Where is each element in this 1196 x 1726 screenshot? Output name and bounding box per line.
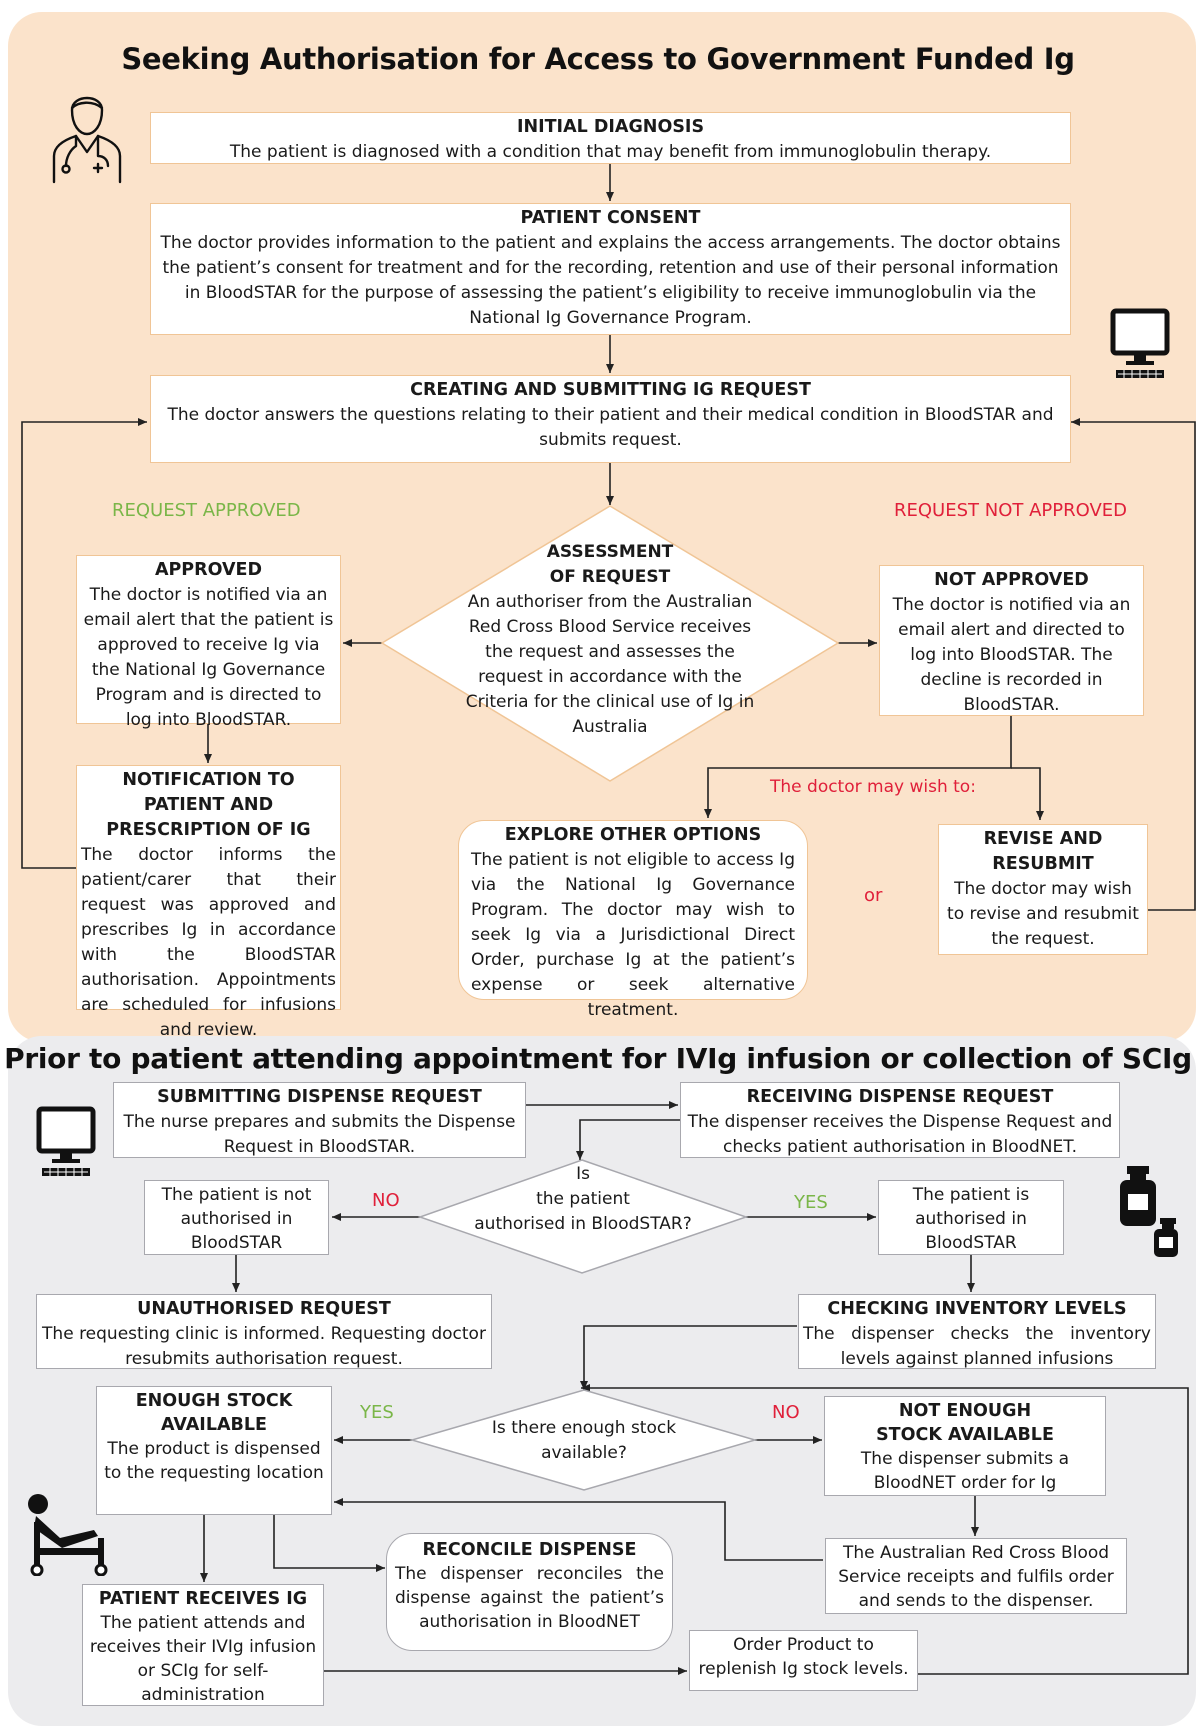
doctor-icon — [52, 96, 122, 184]
medicine-bottle-icon — [1120, 1166, 1178, 1257]
stock-decision-line-1: Is there enough stock — [491, 1418, 677, 1438]
authorised-box: The patient is authorised in BloodSTAR — [878, 1180, 1064, 1255]
patient-receives-box: PATIENT RECEIVES IG The patient attends … — [82, 1584, 324, 1706]
notification-heading: NOTIFICATION TO PATIENT AND PRESCRIPTION… — [106, 770, 311, 840]
bottom-title: Prior to patient attending appointment f… — [4, 1042, 1192, 1075]
yes-label-1: YES — [794, 1192, 828, 1213]
notification-box: NOTIFICATION TO PATIENT AND PRESCRIPTION… — [76, 765, 341, 1040]
assessment-diamond — [380, 505, 840, 782]
assessment-body: An authoriser from the Australian Red Cr… — [465, 592, 755, 737]
patient-bed-icon — [28, 1494, 108, 1576]
explore-options-text: The patient is not eligible to access Ig… — [471, 850, 795, 1020]
doctor-may-wish-label: The doctor may wish to: — [770, 777, 976, 797]
checking-inventory-text: The dispenser checks the inventory level… — [803, 1324, 1151, 1369]
revise-resubmit-text: The doctor may wish to revise and resubm… — [947, 879, 1139, 949]
computer-icon — [36, 1106, 96, 1176]
computer-icon — [1110, 308, 1170, 378]
authorised-decision-diamond — [417, 1159, 749, 1274]
receiving-dispense-text: The dispenser receives the Dispense Requ… — [687, 1112, 1113, 1157]
order-product-text: Order Product to replenish Ig stock leve… — [698, 1635, 909, 1679]
revise-resubmit-heading: REVISE AND RESUBMIT — [983, 829, 1103, 874]
authorised-decision-text: Is the patient authorised in BloodSTAR? — [448, 1162, 718, 1237]
assessment-heading-2: OF REQUEST — [549, 567, 671, 587]
submitting-dispense-box: SUBMITTING DISPENSE REQUEST The nurse pr… — [113, 1082, 526, 1158]
not-authorised-text: The patient is not authorised in BloodST… — [161, 1185, 312, 1253]
creating-request-text: The doctor answers the questions relatin… — [167, 405, 1054, 450]
not-enough-stock-box: NOT ENOUGH STOCK AVAILABLE The dispenser… — [824, 1396, 1106, 1496]
assessment-text: ASSESSMENT OF REQUEST An authoriser from… — [445, 540, 775, 740]
explore-options-box: EXPLORE OTHER OPTIONS The patient is not… — [458, 820, 808, 1020]
patient-consent-heading: PATIENT CONSENT — [520, 208, 701, 228]
initial-diagnosis-text: The patient is diagnosed with a conditio… — [229, 142, 992, 162]
authorised-decision-line-3: authorised in BloodSTAR? — [474, 1214, 692, 1234]
notification-text: The doctor informs the patient/carer tha… — [81, 845, 336, 1040]
blood-service-text: The Australian Red Cross Blood Service r… — [838, 1543, 1114, 1611]
top-title: Seeking Authorisation for Access to Gove… — [121, 42, 1075, 76]
submitting-dispense-text: The nurse prepares and submits the Dispe… — [123, 1112, 516, 1157]
explore-options-heading: EXPLORE OTHER OPTIONS — [504, 825, 762, 845]
stock-decision-text: Is there enough stock available? — [464, 1416, 704, 1466]
patient-receives-heading: PATIENT RECEIVES IG — [98, 1589, 308, 1609]
or-label: or — [864, 885, 883, 906]
approved-heading: APPROVED — [154, 560, 263, 580]
patient-consent-box: PATIENT CONSENT The doctor provides info… — [150, 203, 1071, 335]
authorised-decision-line-2: the patient — [536, 1189, 630, 1209]
request-not-approved-label: REQUEST NOT APPROVED — [894, 500, 1128, 521]
authorised-decision-line-1: Is — [576, 1164, 590, 1184]
unauthorised-request-heading: UNAUTHORISED REQUEST — [137, 1299, 391, 1319]
revise-resubmit-box: REVISE AND RESUBMIT The doctor may wish … — [938, 824, 1148, 955]
unauthorised-request-text: The requesting clinic is informed. Reque… — [42, 1324, 486, 1369]
stock-decision-line-2: available? — [541, 1443, 627, 1463]
order-product-box: Order Product to replenish Ig stock leve… — [689, 1630, 918, 1691]
enough-stock-box: ENOUGH STOCK AVAILABLE The product is di… — [96, 1386, 332, 1515]
creating-request-heading: CREATING AND SUBMITTING IG REQUEST — [410, 380, 811, 400]
yes-label-2: YES — [360, 1402, 394, 1423]
enough-stock-text: The product is dispensed to the requesti… — [104, 1439, 324, 1483]
assessment-heading-1: ASSESSMENT — [546, 542, 674, 562]
blood-service-box: The Australian Red Cross Blood Service r… — [825, 1538, 1127, 1614]
not-authorised-box: The patient is not authorised in BloodST… — [144, 1180, 329, 1255]
patient-consent-text: The doctor provides information to the p… — [160, 233, 1061, 328]
not-enough-stock-text: The dispenser submits a BloodNET order f… — [860, 1449, 1070, 1493]
initial-diagnosis-box: INITIAL DIAGNOSIS The patient is diagnos… — [150, 112, 1071, 164]
not-enough-stock-heading: NOT ENOUGH STOCK AVAILABLE — [876, 1401, 1054, 1445]
creating-request-box: CREATING AND SUBMITTING IG REQUEST The d… — [150, 375, 1071, 463]
reconcile-dispense-heading: RECONCILE DISPENSE — [422, 1540, 637, 1560]
no-label-2: NO — [772, 1402, 800, 1423]
not-approved-box: NOT APPROVED The doctor is notified via … — [879, 565, 1144, 716]
approved-box: APPROVED The doctor is notified via an e… — [76, 555, 341, 730]
checking-inventory-heading: CHECKING INVENTORY LEVELS — [827, 1299, 1127, 1319]
initial-diagnosis-heading: INITIAL DIAGNOSIS — [516, 117, 705, 137]
checking-inventory-box: CHECKING INVENTORY LEVELS The dispenser … — [798, 1294, 1156, 1369]
authorised-text: The patient is authorised in BloodSTAR — [912, 1185, 1030, 1253]
no-label-1: NO — [372, 1190, 400, 1211]
request-approved-label: REQUEST APPROVED — [112, 500, 301, 521]
reconcile-dispense-box: RECONCILE DISPENSE The dispenser reconci… — [386, 1533, 673, 1651]
approved-text: The doctor is notified via an email aler… — [83, 585, 334, 730]
submitting-dispense-heading: SUBMITTING DISPENSE REQUEST — [157, 1087, 482, 1107]
reconcile-dispense-text: The dispenser reconciles the dispense ag… — [395, 1564, 664, 1632]
not-approved-text: The doctor is notified via an email aler… — [892, 595, 1131, 715]
stock-decision-diamond — [409, 1389, 758, 1491]
enough-stock-heading: ENOUGH STOCK AVAILABLE — [135, 1391, 293, 1435]
receiving-dispense-heading: RECEIVING DISPENSE REQUEST — [746, 1087, 1054, 1107]
receiving-dispense-box: RECEIVING DISPENSE REQUEST The dispenser… — [680, 1082, 1120, 1158]
unauthorised-request-box: UNAUTHORISED REQUEST The requesting clin… — [36, 1294, 492, 1369]
patient-receives-text: The patient attends and receives their I… — [89, 1613, 317, 1705]
not-approved-heading: NOT APPROVED — [934, 570, 1089, 590]
